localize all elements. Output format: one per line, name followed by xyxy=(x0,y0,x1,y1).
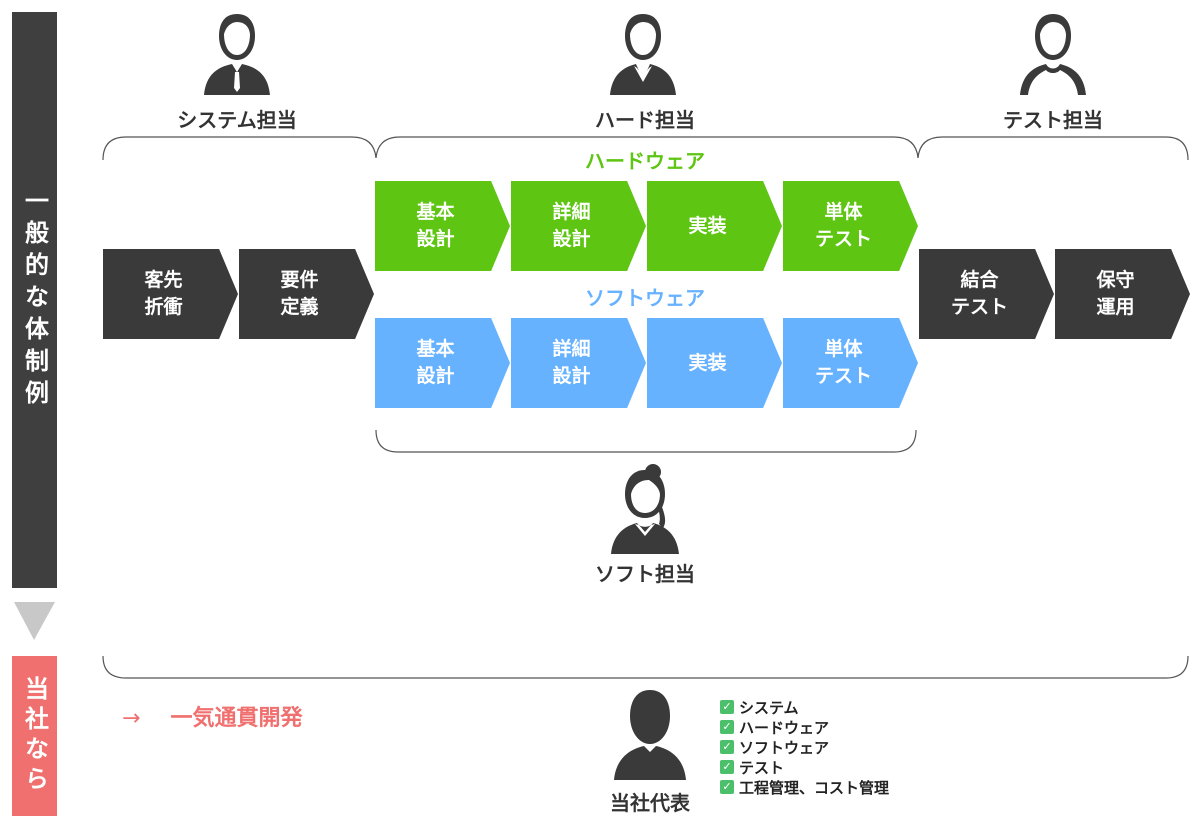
checklist-item: ✓ 工程管理、コスト管理 xyxy=(720,777,889,797)
our-company-bar: 当社なら xyxy=(12,656,57,816)
sw-basic-label: 基本 設計 xyxy=(416,338,455,387)
step-integration-test: 結合 テスト xyxy=(919,249,1054,339)
worker-icon xyxy=(610,14,676,95)
sw-detail-label: 詳細 設計 xyxy=(552,338,591,387)
step-customer-label: 客先 折衝 xyxy=(144,269,183,318)
hw-step-detail-design: 詳細 設計 xyxy=(511,181,646,271)
sw-step-detail-design: 詳細 設計 xyxy=(511,318,646,408)
hardware-role-label: ハード担当 xyxy=(595,108,695,132)
sw-unit-label: 単体 テスト xyxy=(814,338,872,387)
capability-checklist: ✓ システム ✓ ハードウェア ✓ ソフトウェア ✓ テスト ✓ 工程管理、コス… xyxy=(720,697,889,797)
checklist-item-label: ソフトウェア xyxy=(739,738,830,757)
sw-step-unit-test: 単体 テスト xyxy=(783,318,918,408)
businessman-icon xyxy=(204,14,270,95)
hw-detail-label: 詳細 設計 xyxy=(552,201,591,250)
checklist-item: ✓ テスト xyxy=(720,757,889,777)
hw-basic-label: 基本 設計 xyxy=(416,201,455,250)
sw-step-basic-design: 基本 設計 xyxy=(375,318,510,408)
integrated-development-callout: → 一気通貫開発 xyxy=(122,700,302,732)
person-silhouette-icon xyxy=(614,690,686,780)
checklist-item-label: システム xyxy=(739,698,799,717)
step-integration-label: 結合 テスト xyxy=(950,269,1008,318)
checklist-item: ✓ ハードウェア xyxy=(720,717,889,737)
woman-icon xyxy=(611,464,679,554)
checkbox-icon: ✓ xyxy=(720,740,734,754)
hw-unit-label: 単体 テスト xyxy=(814,201,872,250)
step-requirements-definition: 要件 定義 xyxy=(239,249,374,339)
hardware-section-label: ハードウェア xyxy=(585,149,705,173)
software-section-label: ソフトウェア xyxy=(585,286,705,310)
sw-step-implementation: 実装 xyxy=(647,318,782,408)
software-role-label: ソフト担当 xyxy=(595,562,695,586)
arrow-right-icon: → xyxy=(122,706,141,731)
integrated-development-label: 一気通貫開発 xyxy=(170,706,303,731)
triangle-down-icon xyxy=(14,602,55,640)
hw-step-unit-test: 単体 テスト xyxy=(783,181,918,271)
system-role-label: システム担当 xyxy=(177,108,297,132)
checkbox-icon: ✓ xyxy=(720,720,734,734)
step-maintenance-operation: 保守 運用 xyxy=(1055,249,1190,339)
step-requirements-label: 要件 定義 xyxy=(280,269,319,318)
checklist-item: ✓ ソフトウェア xyxy=(720,737,889,757)
our-company-label: 当社なら xyxy=(20,676,49,796)
checkbox-icon: ✓ xyxy=(720,760,734,774)
general-structure-bar: 一般的な体制例 xyxy=(12,12,57,588)
sw-impl-label: 実装 xyxy=(688,351,727,374)
checklist-item-label: ハードウェア xyxy=(739,718,830,737)
general-structure-label: 一般的な体制例 xyxy=(20,188,49,412)
test-role-label: テスト担当 xyxy=(1003,108,1103,132)
step-maintenance-label: 保守 運用 xyxy=(1096,269,1135,318)
step-customer-negotiation: 客先 折衝 xyxy=(103,249,238,339)
hw-step-implementation: 実装 xyxy=(647,181,782,271)
checklist-item: ✓ システム xyxy=(720,697,889,717)
checkbox-icon: ✓ xyxy=(720,700,734,714)
checklist-item-label: テスト xyxy=(739,758,785,777)
casual-man-icon xyxy=(1020,14,1086,95)
hw-step-basic-design: 基本 設計 xyxy=(375,181,510,271)
checkbox-icon: ✓ xyxy=(720,780,734,794)
representative-role-label: 当社代表 xyxy=(610,791,690,815)
hw-impl-label: 実装 xyxy=(688,214,727,237)
checklist-item-label: 工程管理、コスト管理 xyxy=(739,778,890,797)
